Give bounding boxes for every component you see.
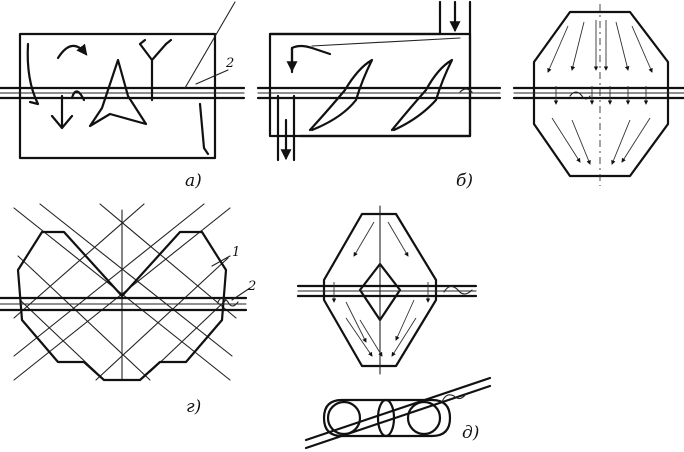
panel-v-double-cone: [512, 4, 684, 186]
hex-flow-arrows: [331, 221, 431, 357]
panel-label-g: г): [186, 397, 201, 417]
paddle-hook: [70, 90, 86, 102]
panel-d-hex-mixer: [296, 205, 478, 375]
panel-b-screw-mixer: б): [256, 0, 502, 191]
panel-label-b: б): [456, 171, 473, 191]
panel-g-lattice-mixer: 1 2 г): [0, 203, 256, 417]
drum-right: [406, 400, 442, 436]
drum-housing: [322, 398, 452, 438]
panel-label-d: д): [462, 423, 479, 443]
leader-line-1: [211, 255, 231, 267]
right-blade: [198, 102, 210, 156]
panel-label-a: а): [185, 171, 202, 191]
label-number-2: 2: [225, 56, 234, 71]
cone-rotation-mark: [569, 91, 591, 100]
left-blade: [26, 42, 40, 106]
screw-flight-1: [308, 58, 374, 132]
rotation-mark: [459, 88, 473, 93]
paddle-down: [50, 94, 74, 130]
drum-shaft-top: [304, 376, 492, 442]
flow-arrows-bottom: [551, 117, 651, 165]
flow-arrows-top: [547, 20, 653, 73]
flow-arrows-middle: [553, 86, 649, 105]
label-number-2b: 2: [247, 279, 256, 294]
hex-rotation-mark: [443, 285, 473, 295]
panel-a-paddle-mixer: 2 а): [0, 1, 246, 191]
drum-shaft-bottom: [304, 384, 492, 450]
rotation-arrow: [56, 43, 88, 60]
leader-line-2: [195, 69, 229, 85]
drum-rotation-mark: [441, 393, 467, 403]
leader-line: [184, 1, 236, 89]
panel-d-drum-mixer: д): [304, 376, 492, 450]
lattice-vessel-outline: [16, 230, 228, 382]
label-number-1: 1: [232, 245, 240, 260]
screw-trough: [268, 32, 472, 138]
lattice-rotation-mark: [217, 297, 239, 307]
leader-line-2b: [231, 287, 251, 301]
screw-housing: [268, 8, 472, 138]
mixer-trough: [18, 32, 217, 160]
y-paddle: [138, 42, 168, 102]
drum-left: [326, 400, 362, 436]
double-cone-vessel: [532, 10, 670, 178]
triangle-blade: [88, 58, 148, 128]
return-loop: [290, 44, 332, 74]
screw-flight-2: [390, 58, 454, 132]
outlet-pipe: [276, 94, 296, 162]
